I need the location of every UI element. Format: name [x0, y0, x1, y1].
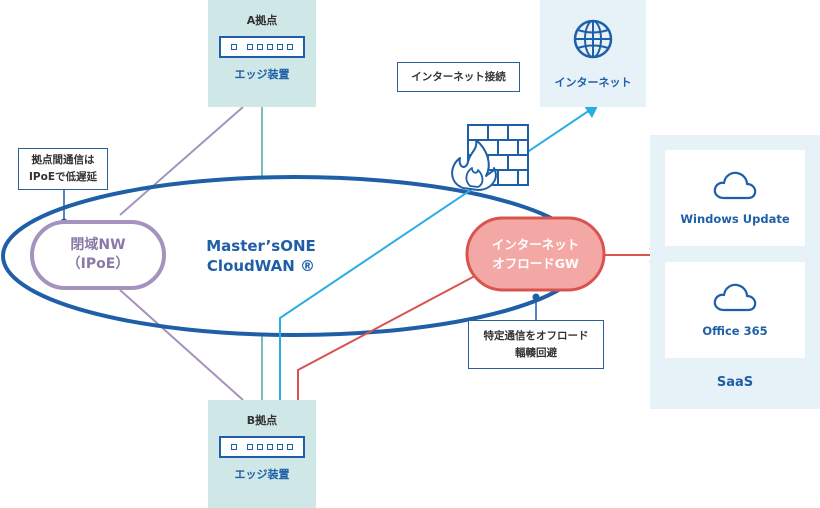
internet-path-arrowhead [584, 106, 598, 118]
saas-name-windows-update: Windows Update [680, 212, 790, 226]
site-a-box: A拠点 エッジ装置 [208, 0, 316, 107]
site-a-edge-device-icon [219, 36, 305, 58]
cloud-icon [713, 283, 757, 312]
site-a-device-label: エッジ装置 [234, 68, 290, 81]
offload-path-line [297, 259, 506, 400]
saas-title: SaaS [716, 375, 754, 390]
internet-connection-label: インターネット接続 [411, 70, 506, 83]
offload-callout-line1: 特定通信をオフロード [483, 329, 589, 342]
offload-gw-label: インターネット オフロードGW [467, 235, 604, 273]
ipoe-callout-line2: IPoEで低遅延 [29, 171, 97, 183]
offload-gw-line2: オフロードGW [492, 256, 579, 271]
offload-callout: 特定通信をオフロード 輻輳回避 [468, 320, 604, 369]
cloud-icon [713, 171, 757, 200]
closed-nw-line-to-a [119, 106, 244, 216]
saas-card-office-365: Office 365 [665, 262, 805, 358]
site-b-title: B拠点 [246, 414, 278, 427]
callout-offload-dot [532, 293, 540, 301]
saas-panel: Windows Update Office 365 SaaS [650, 135, 820, 409]
offload-gw-line1: インターネット [491, 237, 580, 252]
site-b-device-label: エッジ装置 [234, 468, 290, 481]
offload-callout-line2: 輻輳回避 [515, 346, 557, 359]
wan-label: Master’sONE CloudWAN ® [186, 236, 336, 276]
ipoe-callout: 拠点間通信は IPoEで低遅延 [18, 148, 108, 190]
closed-network-line1: 閉域NW [70, 237, 126, 253]
wan-label-line2: CloudWAN ® [206, 257, 316, 275]
internet-box: インターネット [540, 0, 646, 107]
firewall-icon [451, 124, 529, 191]
saas-name-office-365: Office 365 [702, 324, 768, 338]
site-b-box: B拠点 エッジ装置 [208, 400, 316, 508]
internet-connection-callout: インターネット接続 [397, 62, 520, 92]
globe-icon [573, 19, 613, 59]
saas-card-windows-update: Windows Update [665, 150, 805, 246]
site-b-edge-device-icon [219, 436, 305, 458]
wan-label-line1: Master’sONE [206, 237, 316, 255]
closed-nw-line-to-b [119, 289, 244, 401]
site-a-title: A拠点 [246, 14, 278, 27]
closed-network-label: 閉域NW （IPoE） [32, 236, 164, 274]
offload-gw-pill [465, 216, 606, 292]
ipoe-callout-line1: 拠点間通信は [31, 154, 95, 166]
closed-nw-oval [30, 220, 166, 290]
closed-network-line2: （IPoE） [66, 256, 130, 272]
internet-label: インターネット [554, 76, 632, 89]
